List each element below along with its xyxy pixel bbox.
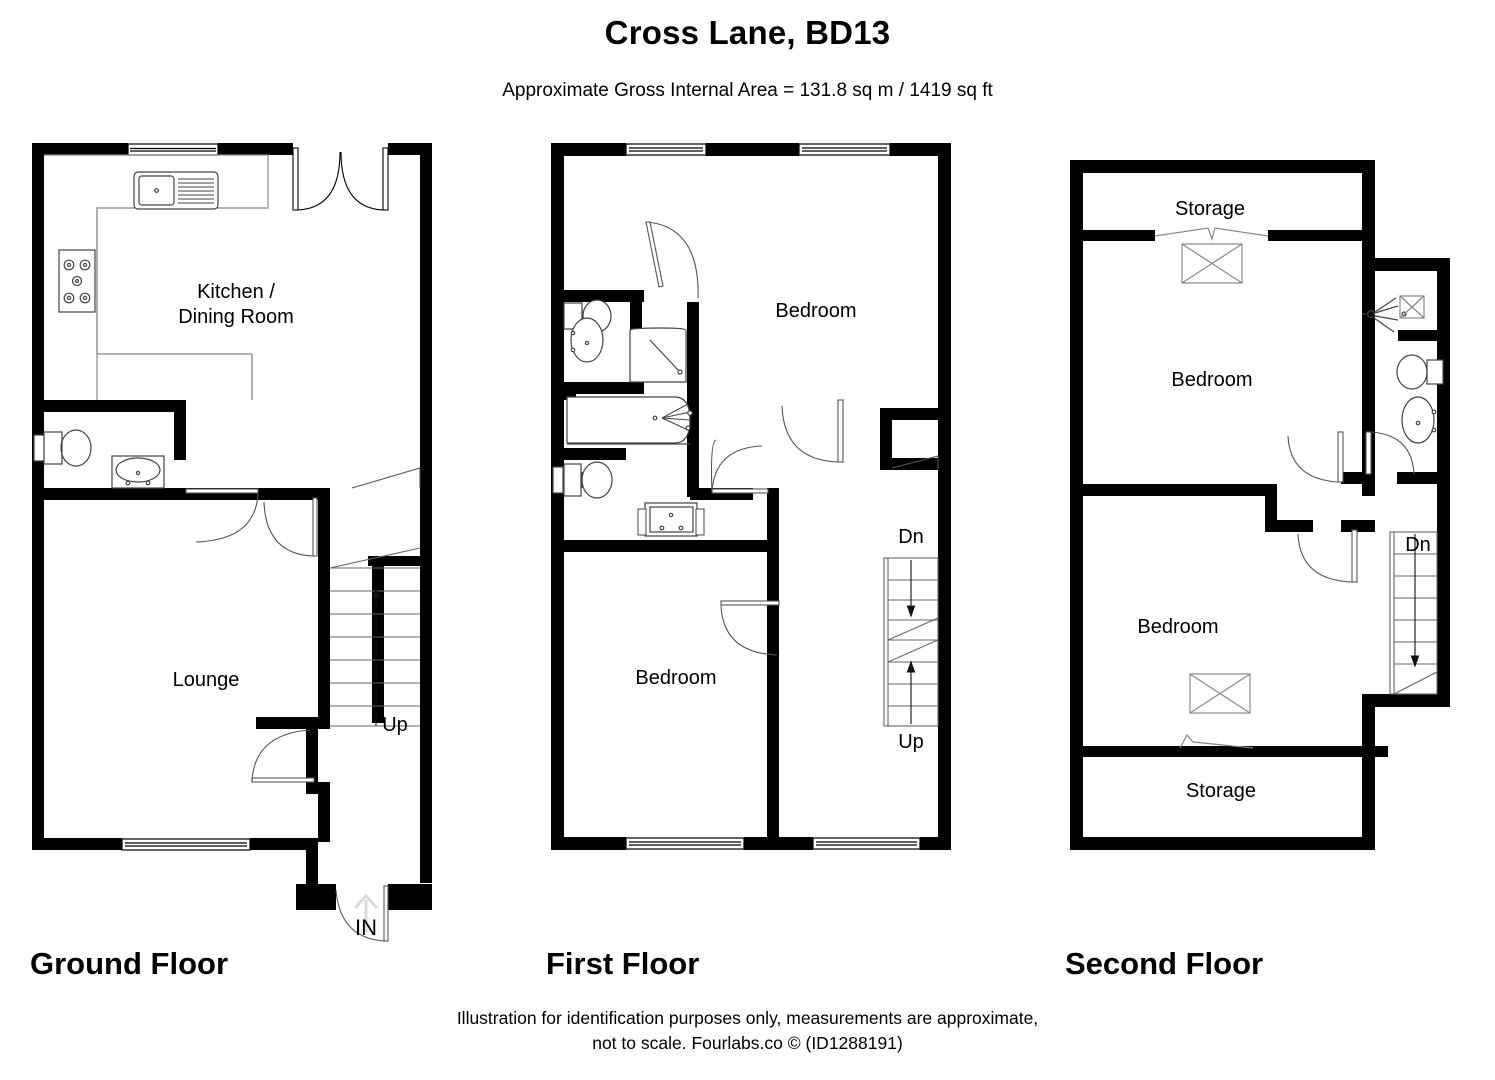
door-icon	[1365, 431, 1415, 475]
door-icon	[781, 399, 844, 463]
door-icon	[351, 467, 421, 489]
shower-icon	[629, 327, 687, 383]
stair-down-label: Dn	[1405, 534, 1431, 556]
stair-down-label: Dn	[898, 526, 924, 548]
window-icon	[625, 837, 745, 850]
first-floor-title: First Floor	[546, 946, 700, 981]
storage-bottom-label: Storage	[1186, 780, 1256, 802]
velux-icon	[1399, 295, 1425, 319]
stairs-icon	[883, 557, 939, 727]
stair-up-label: Up	[898, 731, 924, 753]
toilet-icon	[552, 461, 613, 499]
basin-icon	[111, 455, 165, 489]
basin-icon	[570, 317, 604, 363]
ground-floor-windows	[121, 143, 251, 851]
stairs-icon	[1389, 531, 1438, 695]
door-icon	[185, 488, 259, 543]
sink-icon	[133, 171, 219, 210]
footer-line-2: not to scale. Fourlabs.co © (ID1288191)	[592, 1033, 903, 1053]
stair-up-label: Up	[382, 714, 408, 736]
door-icon	[1287, 431, 1344, 483]
lounge-label: Lounge	[173, 669, 240, 691]
ground-floor-title: Ground Floor	[30, 946, 229, 981]
bedroom-front-label: Bedroom	[775, 300, 856, 322]
entrance-in-label: IN	[355, 915, 377, 940]
shower-icon	[1362, 297, 1407, 333]
door-icon	[251, 729, 315, 783]
footer-line-1: Illustration for identification purposes…	[456, 1008, 1039, 1028]
first-floor-windows	[625, 143, 921, 850]
toilet-icon	[1396, 354, 1444, 390]
first-floor-walls	[551, 143, 951, 850]
toilet-icon	[33, 429, 92, 467]
window-icon	[798, 143, 891, 156]
kitchen-counter	[44, 154, 269, 400]
storage-top-label: Storage	[1175, 198, 1245, 220]
door-icon	[645, 221, 699, 299]
velux-icon	[1154, 227, 1269, 284]
door-icon	[1297, 529, 1358, 583]
kitchen-dining-label-line1: Kitchen /	[197, 281, 275, 303]
basin-icon	[637, 502, 705, 537]
ground-floor-walls	[32, 143, 432, 910]
window-icon	[812, 837, 921, 850]
french-door-icon	[292, 147, 389, 211]
bedroom-bottom-label: Bedroom	[1137, 616, 1218, 638]
entrance-door-icon[interactable]	[335, 885, 389, 942]
window-icon	[121, 838, 251, 851]
door-icon	[891, 455, 939, 470]
kitchen-dining-label-line2: Dining Room	[178, 306, 294, 328]
footer-disclaimer: Illustration for identification purposes…	[0, 1006, 1495, 1056]
in-arrow-icon	[353, 893, 379, 932]
bedroom-rear-label: Bedroom	[635, 667, 716, 689]
second-floor-title: Second Floor	[1065, 946, 1264, 981]
velux-icon	[1179, 673, 1254, 749]
hob-icon	[58, 249, 96, 313]
page-title: Cross Lane, BD13	[604, 14, 891, 51]
window-icon	[625, 143, 707, 156]
door-icon	[720, 600, 780, 656]
gross-internal-area: Approximate Gross Internal Area = 131.8 …	[502, 80, 993, 101]
bath-icon	[566, 396, 693, 445]
stairs-icon	[329, 547, 421, 727]
bedroom-top-label: Bedroom	[1171, 369, 1252, 391]
door-icon	[710, 439, 769, 494]
second-floor-walls	[1070, 160, 1450, 850]
basin-icon	[1401, 396, 1437, 444]
door-icon	[263, 497, 318, 557]
